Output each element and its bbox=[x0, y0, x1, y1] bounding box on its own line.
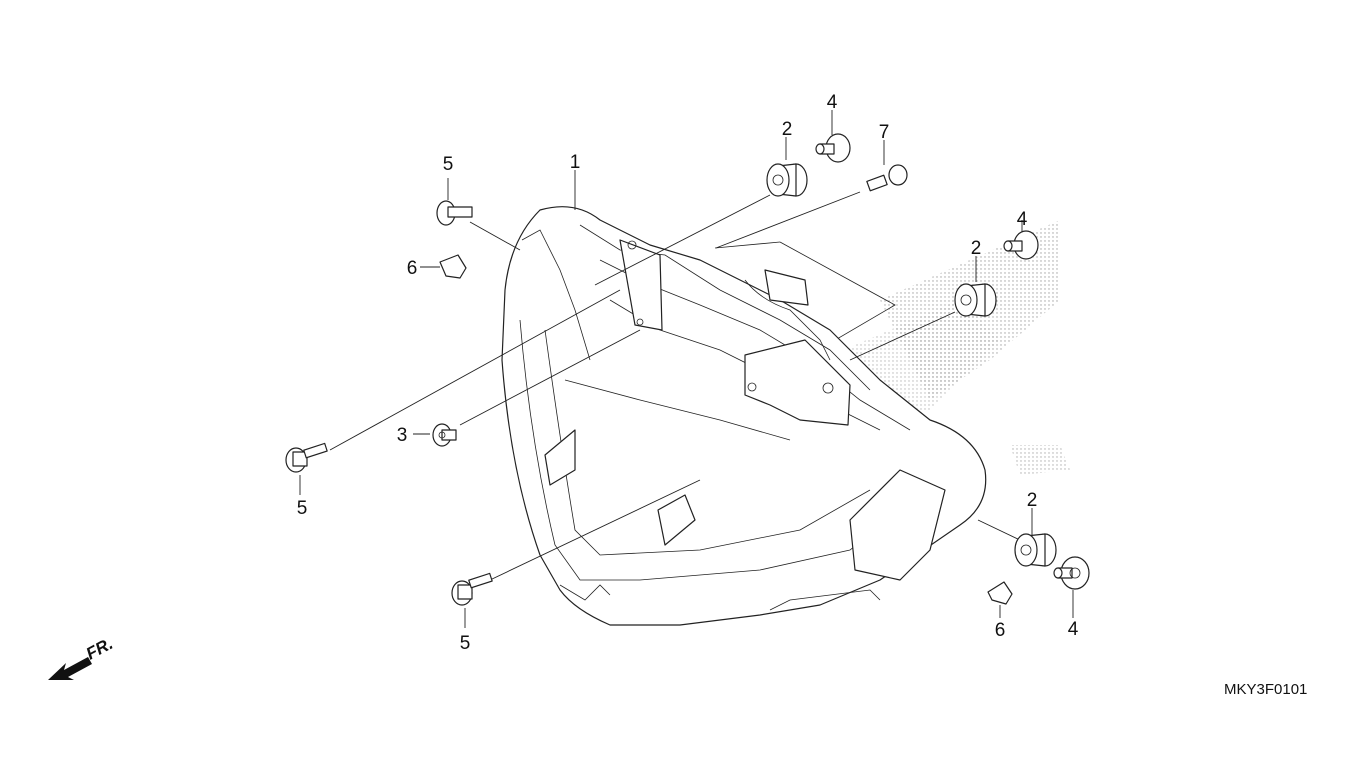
clip-nut-6a bbox=[439, 254, 467, 279]
grommet-2a bbox=[766, 163, 808, 197]
callout-4: 4 bbox=[827, 92, 838, 113]
callout-5: 5 bbox=[297, 498, 308, 519]
screw-5c bbox=[451, 572, 493, 606]
callout-4: 4 bbox=[1068, 619, 1079, 640]
bolt-7 bbox=[866, 164, 908, 192]
grommet-2c bbox=[1014, 533, 1057, 567]
callout-1: 1 bbox=[570, 152, 581, 173]
grommet-2b bbox=[954, 283, 997, 317]
collar-4b bbox=[1003, 230, 1039, 260]
leader-lines bbox=[299, 110, 1074, 628]
callout-2: 2 bbox=[1027, 490, 1038, 511]
screw-5b bbox=[285, 442, 328, 473]
collar-4c bbox=[1053, 556, 1090, 590]
callout-5: 5 bbox=[460, 633, 471, 654]
callout-2: 2 bbox=[971, 238, 982, 259]
callout-4: 4 bbox=[1017, 209, 1028, 230]
callout-3: 3 bbox=[397, 425, 408, 446]
callout-5: 5 bbox=[443, 154, 454, 175]
callout-7: 7 bbox=[879, 122, 890, 143]
headlight-housing bbox=[501, 206, 987, 626]
washer-3 bbox=[432, 423, 457, 447]
callout-2: 2 bbox=[782, 119, 793, 140]
outline-line bbox=[714, 241, 781, 249]
clip-nut-6b bbox=[987, 581, 1013, 605]
callout-6: 6 bbox=[407, 258, 418, 279]
front-direction-arrow: FR. bbox=[48, 634, 116, 680]
screw-5a bbox=[436, 200, 473, 226]
diagram-code: MKY3F0101 bbox=[1224, 681, 1307, 698]
collar-4a bbox=[815, 133, 851, 163]
callout-6: 6 bbox=[995, 620, 1006, 641]
